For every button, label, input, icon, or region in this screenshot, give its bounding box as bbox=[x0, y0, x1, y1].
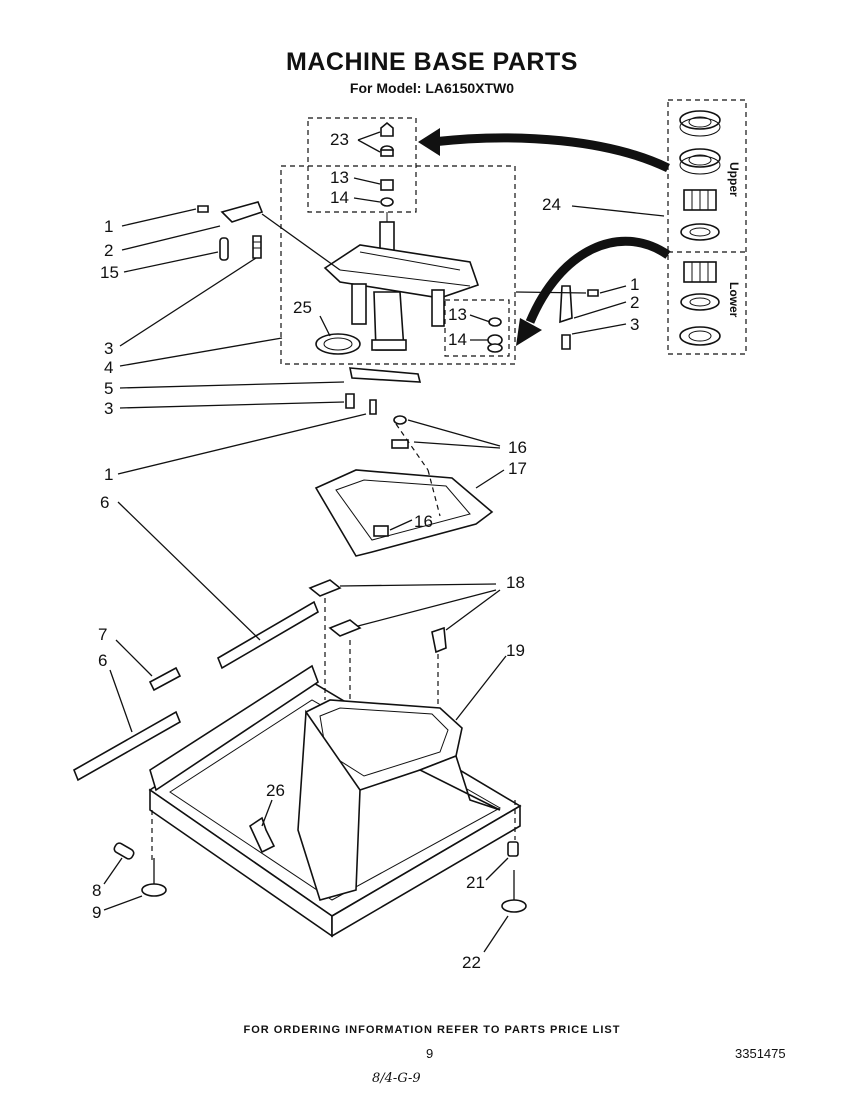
part-clip-7 bbox=[148, 666, 182, 692]
callout-23: 23 bbox=[330, 130, 349, 149]
callout-3-right: 3 bbox=[630, 315, 639, 334]
callout-3-left: 3 bbox=[104, 339, 113, 358]
part-rail-6-upper bbox=[217, 600, 319, 670]
callout-6-upper: 6 bbox=[100, 493, 109, 512]
callout-13-upper: 13 bbox=[330, 168, 349, 187]
callout-7: 7 bbox=[98, 625, 107, 644]
group-box-13-14-lower bbox=[444, 299, 510, 357]
callout-14-lower: 14 bbox=[448, 330, 467, 349]
page-title: MACHINE BASE PARTS bbox=[286, 48, 578, 76]
group-box-transmission bbox=[280, 165, 516, 365]
part-clips-18 bbox=[308, 579, 447, 654]
part-foot-right bbox=[501, 841, 527, 913]
callout-25: 25 bbox=[293, 298, 312, 317]
callout-3-lower: 3 bbox=[104, 399, 113, 418]
part-nut-13-14-lower bbox=[487, 317, 503, 353]
callout-1-top-left: 1 bbox=[104, 217, 113, 236]
page-number: 9 bbox=[426, 1046, 434, 1061]
callout-9: 9 bbox=[92, 903, 101, 922]
callout-1-middle: 1 bbox=[104, 465, 113, 484]
part-bracket-left bbox=[197, 201, 264, 261]
document-number: 3351475 bbox=[735, 1046, 786, 1061]
callout-17: 17 bbox=[508, 459, 527, 478]
bearing-upper-label: Upper bbox=[727, 162, 741, 197]
callout-2-top-left: 2 bbox=[104, 241, 113, 260]
part-nut-13-14-upper bbox=[380, 179, 394, 222]
arrow-lower-icon bbox=[525, 236, 671, 324]
part-bracket-26 bbox=[248, 816, 276, 854]
model-subtitle: For Model: LA6150XTW0 bbox=[349, 80, 515, 96]
group-box-23-13-14 bbox=[307, 117, 417, 213]
callout-24: 24 bbox=[542, 195, 561, 214]
part-bracket-right bbox=[559, 285, 599, 350]
part-base-frame-19 bbox=[148, 598, 522, 938]
callout-15: 15 bbox=[100, 263, 119, 282]
leader-lines bbox=[103, 131, 665, 953]
bearing-box bbox=[667, 99, 747, 355]
part-seal-25 bbox=[315, 333, 361, 355]
callout-19: 19 bbox=[506, 641, 525, 660]
callout-21: 21 bbox=[466, 873, 485, 892]
callout-22: 22 bbox=[462, 953, 481, 972]
ordering-note: FOR ORDERING INFORMATION REFER TO PARTS … bbox=[243, 1024, 621, 1036]
callout-8: 8 bbox=[92, 881, 101, 900]
callout-26: 26 bbox=[266, 781, 285, 800]
callout-14-upper: 14 bbox=[330, 188, 349, 207]
callout-16-upper: 16 bbox=[508, 438, 527, 457]
arrow-upper-icon bbox=[431, 133, 670, 173]
bearing-lower-set bbox=[679, 261, 721, 346]
callout-4: 4 bbox=[104, 358, 113, 377]
callout-1-right: 1 bbox=[630, 275, 639, 294]
handwritten-note: 8/4-G-9 bbox=[372, 1071, 421, 1086]
arrow-lower-head-icon bbox=[516, 318, 542, 346]
callout-2-right: 2 bbox=[630, 293, 639, 312]
arrow-upper-head-icon bbox=[418, 128, 440, 156]
callout-13-lower: 13 bbox=[448, 305, 467, 324]
part-rail-6-lower bbox=[72, 710, 182, 782]
callout-16-lower: 16 bbox=[414, 512, 433, 531]
callout-18: 18 bbox=[506, 573, 525, 592]
callout-6-lower: 6 bbox=[98, 651, 107, 670]
callout-5: 5 bbox=[104, 379, 113, 398]
part-nut-23 bbox=[380, 121, 394, 157]
part-foot-left bbox=[113, 842, 167, 897]
part-bracket-5 bbox=[345, 367, 422, 415]
bearing-lower-label: Lower bbox=[727, 282, 741, 318]
part-tub-support-17 bbox=[314, 415, 494, 557]
part-transmission-shaft bbox=[323, 221, 480, 351]
bearing-upper-set bbox=[679, 110, 721, 241]
